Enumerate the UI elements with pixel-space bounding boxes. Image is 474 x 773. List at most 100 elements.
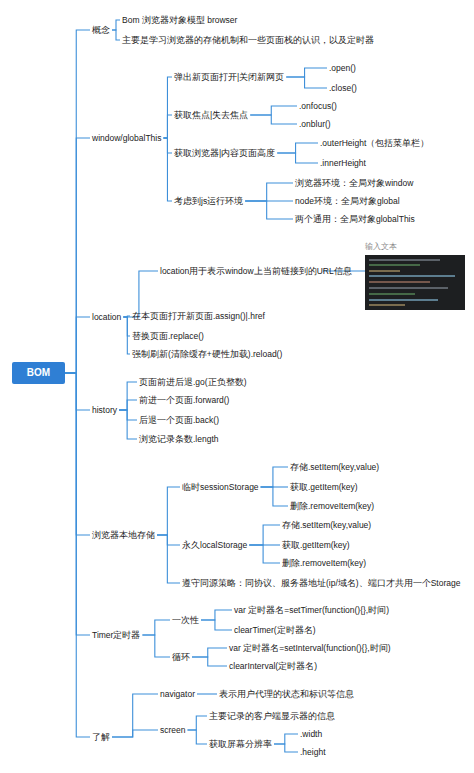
branch-line: [250, 106, 297, 115]
subtopic: 替换页面.replace(): [130, 330, 206, 343]
main-topic: 概念: [90, 24, 112, 37]
subtopic: 前进一个页面.forward(): [137, 394, 231, 407]
branch-line: [201, 620, 232, 630]
subtopic: 循环: [170, 651, 192, 664]
topic-text: var 定时器名=setTimer(function(){},时间): [234, 605, 389, 616]
branch-line: [274, 734, 298, 744]
detail-topic: .open(): [327, 62, 358, 75]
topic-text: 获取浏览器|内容页面高度: [174, 148, 275, 159]
topic-text: 概念: [92, 25, 110, 36]
subtopic: 一次性: [170, 614, 201, 627]
branch-line: [261, 487, 288, 506]
topic-text: 了解: [92, 732, 110, 743]
topic-text: 强制刷新(清除缓存+硬性加载).reload(): [132, 349, 282, 360]
branch-line: [157, 535, 180, 583]
subtopic: 强制刷新(清除缓存+硬性加载).reload(): [130, 348, 284, 361]
detail-topic: 删除.removeItem(key): [280, 557, 368, 570]
topic-text: 永久localStorage: [182, 540, 247, 551]
branch-line: [245, 183, 293, 201]
detail-topic: .innerHeight: [318, 157, 368, 170]
topic-text: node环境：全局对象global: [295, 196, 400, 207]
branch-line: [65, 373, 90, 635]
topic-text: 一次性: [172, 615, 199, 626]
branch-line: [249, 525, 280, 545]
topic-text: location用于表示window上当前链接到的URL信息: [160, 266, 352, 277]
topic-text: 浏览记录条数.length: [139, 434, 219, 445]
branch-line: [197, 693, 217, 694]
topic-text: 获取.getItem(key): [290, 482, 358, 493]
topic-text: window/globalThis: [92, 133, 161, 144]
subtopic: 获取浏览器|内容页面高度: [172, 147, 277, 160]
code-screenshot: [323, 255, 465, 310]
topic-text: 删除.removeItem(key): [282, 558, 366, 569]
branch-line: [188, 730, 207, 744]
topic-text: 替换页面.replace(): [132, 331, 204, 342]
branch-line: [163, 77, 172, 138]
topic-text: clearTimer(定时器名): [234, 625, 316, 636]
detail-topic: clearInterval(定时器名): [227, 660, 319, 673]
branch-line: [65, 373, 90, 535]
leaf-topic: .width: [298, 728, 324, 741]
detail-topic: 存储.setItem(key,value): [280, 519, 373, 532]
leaf-topic: .height: [298, 746, 328, 759]
main-topic: Timer定时器: [90, 629, 142, 642]
detail-topic: .outerHeight（包括菜单栏）: [318, 137, 431, 150]
detail-topic: var 定时器名=setInterval(function(){},时间): [227, 642, 392, 655]
screenshot-background: [365, 255, 465, 310]
topic-text: 主要是学习浏览器的存储机制和一些页面栈的认识，以及定时器: [122, 35, 374, 46]
image-caption: 输入文本: [365, 241, 397, 252]
topic-text: .open(): [329, 63, 356, 74]
branch-line: [163, 115, 172, 138]
branch-line: [274, 744, 298, 752]
code-line: [369, 305, 405, 306]
branch-line: [112, 694, 158, 737]
branch-line: [157, 487, 180, 535]
subtopic: 永久localStorage: [180, 539, 249, 552]
detail-topic: 浏览器环境：全局对象window: [293, 177, 415, 190]
code-line: [369, 260, 440, 261]
branch-line: [65, 317, 90, 373]
subtopic: 主要是学习浏览器的存储机制和一些页面栈的认识，以及定时器: [120, 34, 376, 47]
subtopic: 弹出新页面打开|关闭新网页: [172, 71, 286, 84]
detail-topic: .close(): [327, 82, 359, 95]
topic-text: 考虑到js运行环境: [174, 196, 243, 207]
subtopic: navigator: [158, 688, 197, 701]
topic-text: 两个通用：全局对象globalThis: [295, 214, 415, 225]
main-topic: window/globalThis: [90, 132, 163, 145]
topic-text: clearInterval(定时器名): [229, 661, 317, 672]
topic-text: 在本页面打开新页面.assign()|.href: [132, 311, 265, 322]
topic-text: 循环: [172, 652, 190, 663]
detail-topic: 获取.getItem(key): [280, 539, 352, 552]
branch-line: [65, 138, 90, 373]
branch-line: [119, 382, 137, 410]
topic-text: 临时sessionStorage: [182, 482, 259, 493]
branch-line: [277, 153, 318, 163]
topic-text: .width: [300, 729, 322, 740]
branch-line: [192, 648, 227, 657]
branch-line: [192, 657, 227, 666]
branch-line: [119, 410, 137, 439]
detail-topic: var 定时器名=setTimer(function(){},时间): [232, 604, 391, 617]
branch-line: [157, 535, 180, 545]
root-topic: BOM: [12, 362, 65, 384]
topic-text: .outerHeight（包括菜单栏）: [320, 138, 429, 149]
branch-line: [112, 30, 120, 40]
detail-topic: .onblur(): [297, 118, 333, 131]
topic-text: location: [92, 312, 121, 323]
detail-topic: 表示用户代理的状态和标识等信息: [217, 688, 356, 701]
topic-text: .height: [300, 747, 326, 758]
topic-text: .close(): [329, 83, 357, 94]
main-topic: location: [90, 311, 123, 324]
topic-text: .onfocus(): [299, 101, 337, 112]
branch-line: [142, 620, 170, 635]
branch-line: [163, 138, 172, 201]
code-line: [369, 288, 448, 289]
branch-line: [112, 20, 120, 30]
branch-line: [245, 201, 293, 219]
topic-text: 存储.setItem(key,value): [290, 462, 379, 473]
branch-line: [142, 635, 170, 657]
code-line: [369, 282, 430, 283]
topic-text: navigator: [160, 689, 195, 700]
branch-line: [188, 716, 207, 730]
